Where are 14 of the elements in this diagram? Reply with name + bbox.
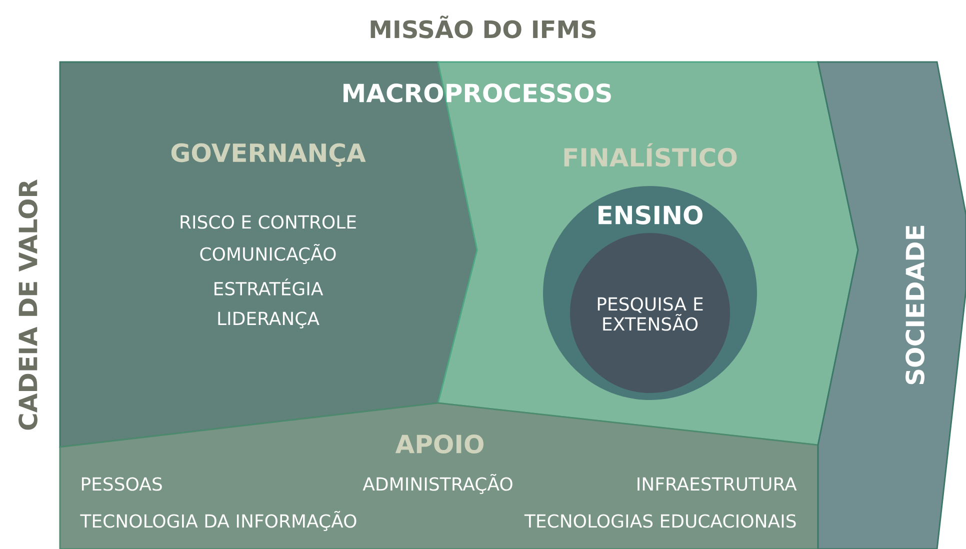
- circle-label: PESQUISA E EXTENSÃO: [598, 297, 703, 331]
- heading: FINALÍSTICO: [564, 143, 737, 167]
- circle-heading: ENSINO: [598, 206, 702, 224]
- list-item: TECNOLOGIAS EDUCACIONAIS: [524, 514, 796, 528]
- inner-circle: [570, 233, 730, 393]
- list-item: TECNOLOGIA DA INFORMAÇÃO: [80, 510, 356, 532]
- list-item: ADMINISTRAÇÃO: [362, 474, 512, 494]
- chevron-band: [817, 61, 966, 549]
- title: MISSÃO DO IFMS: [370, 16, 596, 38]
- process-band: [59, 402, 819, 549]
- side-label: SOCIEDADE: [906, 226, 924, 384]
- list-item: PESSOAS: [82, 477, 162, 491]
- axis-label: CADEIA DE VALOR: [18, 180, 38, 430]
- list-item: INFRAESTRUTURA: [638, 477, 797, 491]
